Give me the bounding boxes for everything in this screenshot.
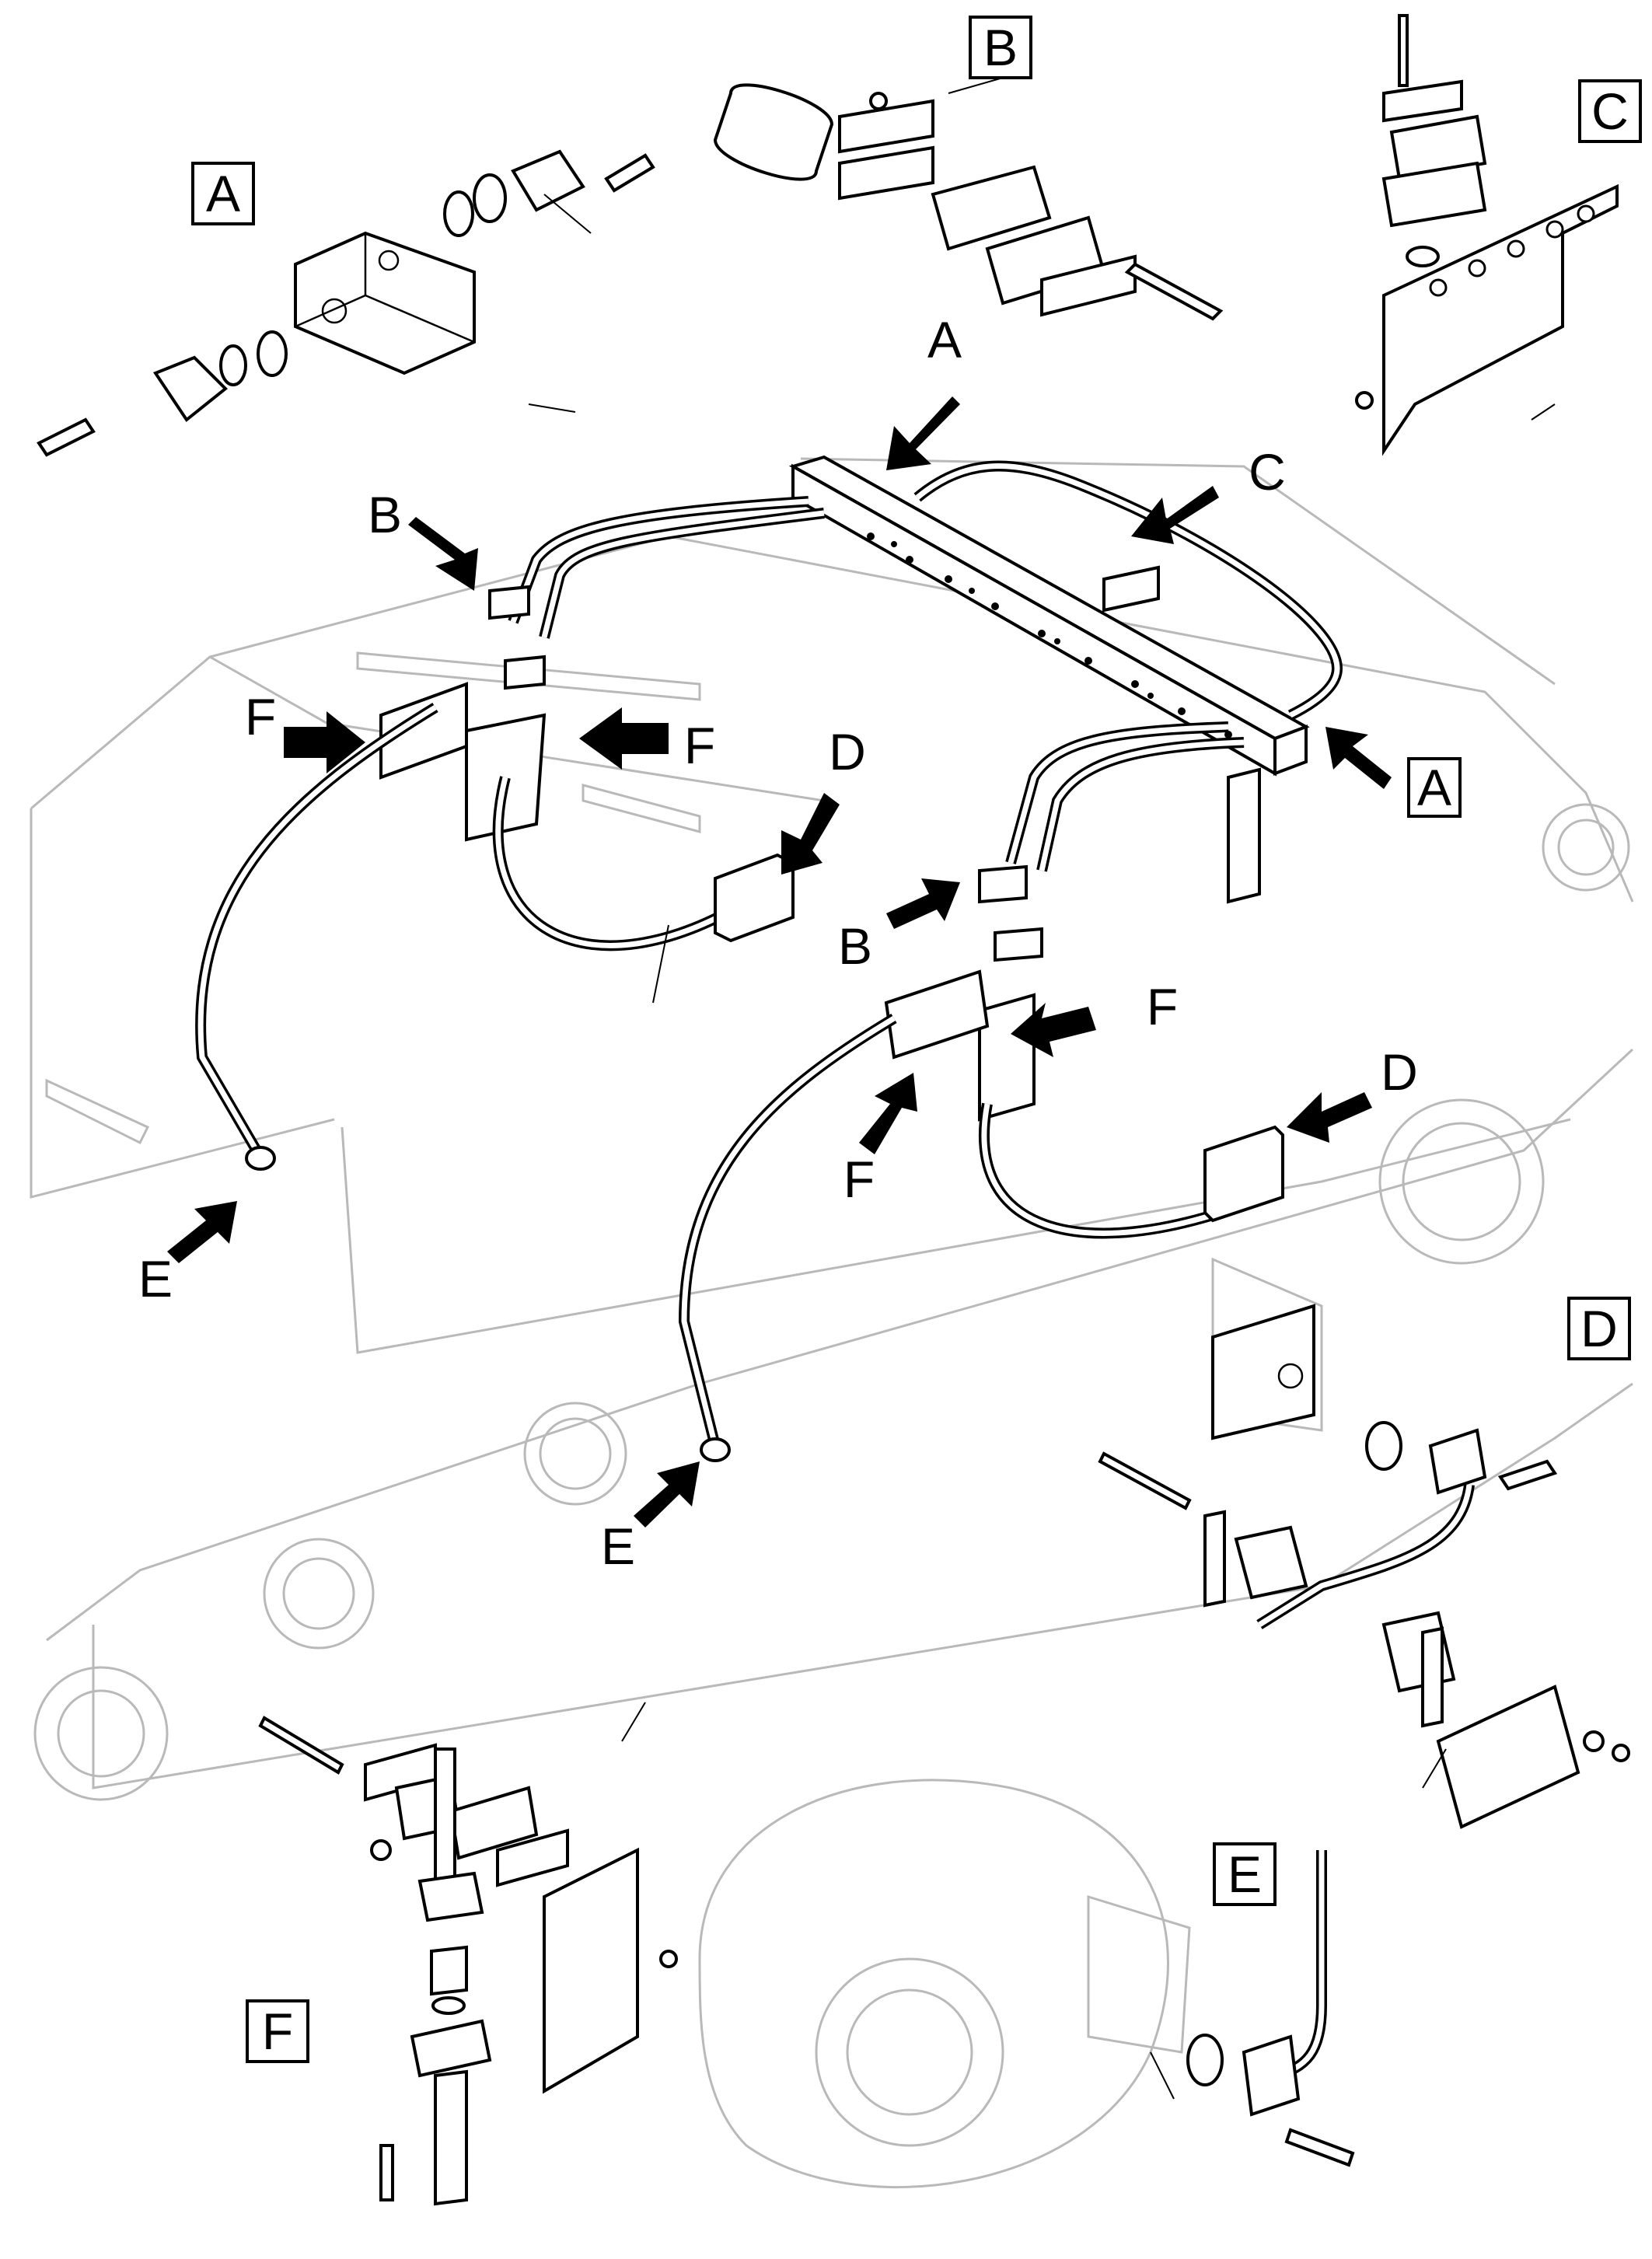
detail-a-exploded — [37, 149, 655, 457]
arrow-d-center: D — [781, 723, 866, 875]
rigid-pipe-loop — [508, 460, 1343, 872]
svg-text:B: B — [983, 19, 1018, 76]
detail-callout-d: D — [1567, 1297, 1631, 1360]
svg-text:E: E — [601, 1517, 635, 1575]
arrow-e-center: E — [601, 1461, 700, 1575]
flexible-hose-to-d-right — [978, 1102, 1223, 1239]
svg-text:B: B — [368, 486, 402, 543]
flexible-hose-left — [195, 703, 438, 1154]
svg-text:F: F — [1147, 978, 1178, 1035]
svg-text:F: F — [262, 2002, 293, 2060]
svg-text:F: F — [843, 1150, 875, 1208]
leader-lines — [528, 77, 1556, 2100]
clamp-stack-left — [379, 585, 547, 842]
arrow-f-right-1: F — [579, 707, 715, 774]
arrow-e-left: E — [138, 1201, 237, 1308]
svg-text:D: D — [1580, 1300, 1618, 1357]
arrow-f-left-2: F — [843, 1073, 917, 1208]
svg-text:D: D — [829, 723, 866, 780]
svg-text:D: D — [1381, 1043, 1418, 1101]
svg-text:C: C — [1591, 82, 1629, 140]
svg-text:F: F — [684, 717, 715, 774]
d-blocks — [714, 853, 1284, 1223]
bracket-c-mount — [1102, 565, 1261, 904]
arrow-b-left: B — [368, 486, 478, 591]
detail-callout-b: B — [969, 16, 1032, 79]
arrow-f-left-1: F — [245, 688, 365, 773]
arrow-a-top: A — [886, 311, 962, 470]
arrow-f-right-2: F — [1011, 978, 1178, 1057]
svg-text:A: A — [206, 165, 240, 222]
arrow-a-right-label-box: A — [1407, 757, 1462, 818]
detail-f-exploded — [258, 1716, 678, 2206]
svg-text:E: E — [1228, 1845, 1262, 1903]
detail-callout-f: F — [246, 1999, 309, 2063]
arrow-c: C — [1131, 443, 1286, 544]
svg-text:A: A — [1417, 759, 1451, 816]
detail-callout-e: E — [1213, 1842, 1277, 1906]
svg-text:A: A — [927, 311, 962, 368]
detail-callout-c: C — [1578, 79, 1642, 143]
detail-d-exploded — [1098, 1304, 1630, 1829]
arrow-a-right: A — [1325, 727, 1462, 818]
svg-text:F: F — [245, 688, 276, 745]
svg-text:B: B — [838, 917, 872, 975]
arrow-b-right: B — [838, 878, 960, 975]
detail-callout-a: A — [191, 162, 255, 225]
detail-c-exploded — [1355, 14, 1619, 456]
arrow-d-right: D — [1287, 1043, 1418, 1143]
svg-text:C: C — [1249, 443, 1286, 501]
detail-e-exploded — [1186, 1850, 1355, 2167]
flexible-hose-center — [678, 1013, 897, 1447]
main-manifold-block — [788, 455, 1310, 777]
detail-b-exploded — [713, 83, 1224, 321]
hose-ends — [245, 1146, 731, 1462]
flexible-hose-to-d-left — [492, 776, 749, 951]
svg-text:E: E — [138, 1250, 173, 1308]
